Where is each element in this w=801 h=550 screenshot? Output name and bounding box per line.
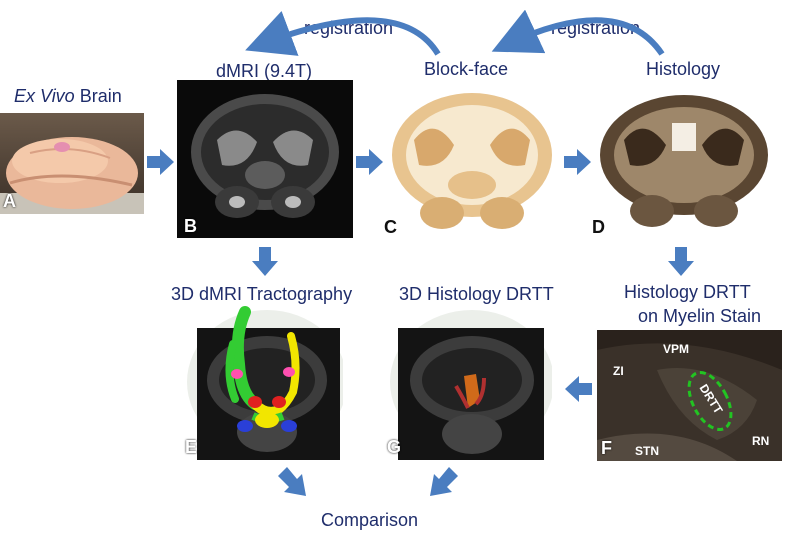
title-ex-vivo-italic: Ex Vivo [14, 86, 75, 106]
panel-f-myelin-stain-image: VPM ZI DRTT RN STN F [597, 330, 782, 461]
arrow-e-to-comparison [278, 467, 306, 496]
arrow-b-to-e [252, 247, 278, 276]
tractography-illustration [187, 306, 343, 460]
title-dmri: dMRI (9.4T) [216, 61, 313, 81]
title-3d-histology-drtt: 3D Histology DRTT [399, 284, 554, 304]
dmri-brain-illustration [191, 94, 339, 218]
panel-b-dmri-image: B [177, 80, 353, 238]
title-histology: Histology [646, 59, 721, 79]
panel-g-3d-histology-image: G [384, 304, 552, 460]
registration-arrow-left [245, 10, 441, 56]
registration-arrow-right [491, 9, 665, 56]
myelin-label-rn: RN [752, 434, 770, 448]
panel-letter-f: F [601, 438, 612, 458]
panel-e-tractography-image: E [175, 304, 343, 460]
3d-histology-illustration [390, 310, 552, 460]
arrow-a-to-b [147, 149, 174, 175]
panel-letter-d: D [592, 217, 605, 237]
panel-letter-b: B [184, 216, 197, 236]
title-ex-vivo-brain: Ex Vivo Brain [14, 86, 122, 106]
brain-photo-illustration [0, 137, 144, 214]
title-histology-drtt: Histology DRTT [624, 282, 751, 302]
panel-letter-g: G [387, 437, 402, 457]
myelin-stain-illustration [597, 330, 782, 461]
title-on-myelin-stain: on Myelin Stain [638, 306, 762, 326]
arrow-c-to-d [564, 149, 591, 175]
myelin-label-vpm: VPM [663, 342, 690, 356]
panel-c-block-face-image: C [384, 85, 560, 242]
panel-letter-a: A [3, 191, 16, 211]
panel-letter-c: C [384, 217, 397, 237]
arrow-b-to-c [356, 149, 383, 175]
arrow-d-to-f [668, 247, 694, 276]
panel-letter-e: E [185, 437, 198, 457]
arrow-g-to-comparison [430, 467, 458, 496]
histology-illustration [600, 95, 768, 227]
myelin-label-stn: STN [635, 444, 659, 458]
block-face-illustration [392, 93, 552, 229]
title-comparison: Comparison [321, 510, 419, 530]
title-ex-vivo-rest: Brain [74, 86, 122, 106]
arrow-f-to-g [565, 376, 592, 402]
myelin-label-zi: ZI [613, 364, 624, 378]
panel-a-ex-vivo-brain-photo: A [0, 113, 144, 214]
title-block-face: Block-face [424, 59, 509, 79]
panel-d-histology-image: D [592, 85, 776, 242]
title-3d-dmri-tractography: 3D dMRI Tractography [171, 284, 353, 304]
